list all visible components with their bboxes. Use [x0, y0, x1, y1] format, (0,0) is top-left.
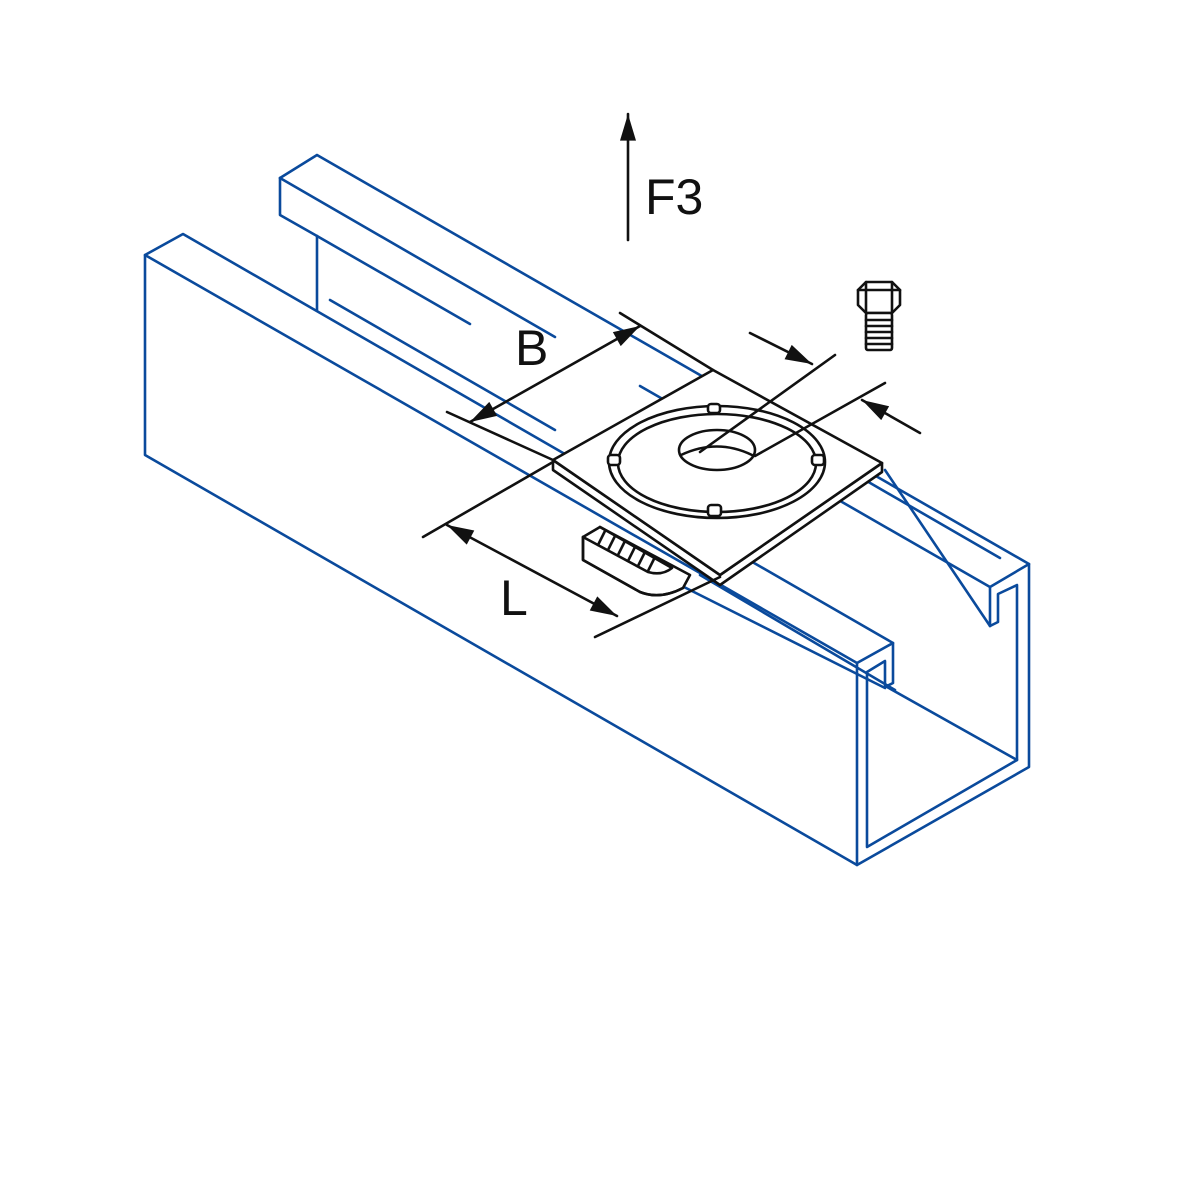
- strut-channel: [143, 153, 1031, 867]
- dimension-b-label: B: [515, 320, 548, 376]
- force-f3-arrow: F3: [620, 112, 703, 242]
- dimension-hole: [698, 331, 922, 458]
- dimension-l: L: [421, 460, 722, 639]
- force-f3-label: F3: [645, 169, 703, 225]
- dimension-l-label: L: [500, 570, 528, 626]
- dimension-b: B: [445, 311, 715, 462]
- hex-bolt-icon: [856, 280, 902, 352]
